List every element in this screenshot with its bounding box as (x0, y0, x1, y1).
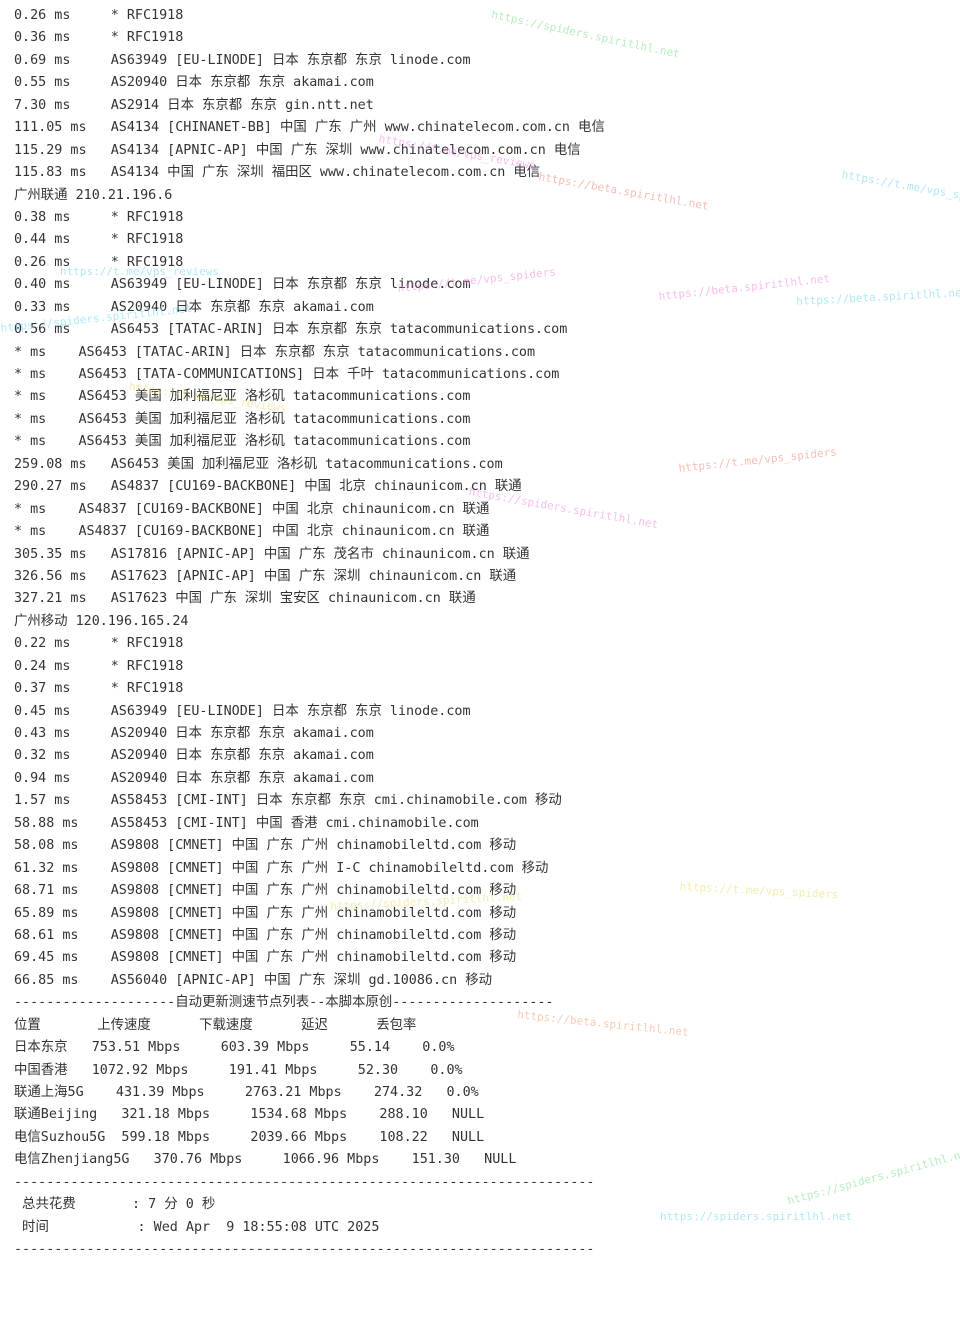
terminal-line: 0.26 ms * RFC1918 (14, 8, 184, 23)
terminal-line: 联通Beijing 321.18 Mbps 1534.68 Mbps 288.1… (14, 1107, 485, 1123)
terminal-line: 111.05 ms AS4134 [CHINANET-BB] 中国 广东 广州 … (14, 120, 605, 136)
terminal-line: 327.21 ms AS17623 中国 广东 深圳 宝安区 chinaunic… (14, 591, 476, 607)
terminal-line: 0.37 ms * RFC1918 (14, 681, 184, 697)
terminal-line: 0.22 ms * RFC1918 (14, 636, 184, 652)
terminal-line: 0.56 ms AS6453 [TATAC-ARIN] 日本 东京都 东京 ta… (14, 322, 568, 338)
terminal-line: 69.45 ms AS9808 [CMNET] 中国 广东 广州 chinamo… (14, 950, 517, 966)
terminal-line: 58.08 ms AS9808 [CMNET] 中国 广东 广州 chinamo… (14, 838, 517, 854)
terminal-line: 0.26 ms * RFC1918 (14, 254, 184, 270)
terminal-line: ----------------------------------------… (14, 1174, 595, 1190)
terminal-line: 259.08 ms AS6453 美国 加利福尼亚 洛杉矶 tatacommun… (14, 456, 503, 472)
terminal-line: 290.27 ms AS4837 [CU169-BACKBONE] 中国 北京 … (14, 479, 522, 495)
terminal-line: 日本东京 753.51 Mbps 603.39 Mbps 55.14 0.0% (14, 1040, 455, 1056)
terminal-line: 305.35 ms AS17816 [APNIC-AP] 中国 广东 茂名市 c… (14, 546, 530, 562)
terminal-line: * ms AS6453 美国 加利福尼亚 洛杉矶 tatacommunicati… (14, 411, 471, 427)
terminal-line: * ms AS4837 [CU169-BACKBONE] 中国 北京 china… (14, 501, 490, 517)
terminal-line: 1.57 ms AS58453 [CMI-INT] 日本 东京都 东京 cmi.… (14, 793, 562, 809)
terminal-line: 326.56 ms AS17623 [APNIC-AP] 中国 广东 深圳 ch… (14, 568, 517, 584)
terminal-line: 0.36 ms * RFC1918 (14, 30, 184, 46)
terminal-line: 58.88 ms AS58453 [CMI-INT] 中国 香港 cmi.chi… (14, 815, 479, 831)
terminal-line: 0.44 ms * RFC1918 (14, 232, 184, 248)
terminal-line: * ms AS6453 美国 加利福尼亚 洛杉矶 tatacommunicati… (14, 389, 471, 405)
terminal-line: 7.30 ms AS2914 日本 东京都 东京 gin.ntt.net (14, 97, 374, 113)
terminal-line: 0.40 ms AS63949 [EU-LINODE] 日本 东京都 东京 li… (14, 277, 471, 293)
terminal-line: --------------------自动更新测速节点列表--本脚本原创---… (14, 995, 554, 1011)
terminal-line: 0.43 ms AS20940 日本 东京都 东京 akamai.com (14, 726, 374, 741)
terminal-line: 68.71 ms AS9808 [CMNET] 中国 广东 广州 chinamo… (14, 883, 517, 899)
terminal-line: 中国香港 1072.92 Mbps 191.41 Mbps 52.30 0.0% (14, 1062, 463, 1078)
terminal-line: 65.89 ms AS9808 [CMNET] 中国 广东 广州 chinamo… (14, 905, 517, 921)
terminal-line: 61.32 ms AS9808 [CMNET] 中国 广东 广州 I-C chi… (14, 860, 549, 876)
terminal-line: 广州联通 210.21.196.6 (14, 187, 173, 203)
terminal-line: 位置 上传速度 下载速度 延迟 丢包率 (14, 1017, 417, 1033)
terminal-line: 0.45 ms AS63949 [EU-LINODE] 日本 东京都 东京 li… (14, 703, 471, 719)
terminal-line: 115.83 ms AS4134 中国 广东 深圳 福田区 www.chinat… (14, 165, 541, 181)
terminal-output[interactable]: 0.26 ms * RFC1918 0.36 ms * RFC1918 0.69 m… (14, 5, 944, 1262)
terminal-line: 0.69 ms AS63949 [EU-LINODE] 日本 东京都 东京 li… (14, 52, 471, 68)
terminal-line: 0.32 ms AS20940 日本 东京都 东京 akamai.com (14, 748, 374, 764)
terminal-line: 时间 : Wed Apr 9 18:55:08 UTC 2025 (14, 1219, 380, 1235)
terminal-line: * ms AS6453 [TATA-COMMUNICATIONS] 日本 千叶 … (14, 367, 560, 382)
terminal-line: 0.38 ms * RFC1918 (14, 209, 184, 225)
terminal-line: 115.29 ms AS4134 [APNIC-AP] 中国 广东 深圳 www… (14, 142, 581, 158)
terminal-line: 0.94 ms AS20940 日本 东京都 东京 akamai.com (14, 770, 374, 786)
terminal-line: 68.61 ms AS9808 [CMNET] 中国 广东 广州 chinamo… (14, 927, 517, 943)
terminal-line: 联通上海5G 431.39 Mbps 2763.21 Mbps 274.32 0… (14, 1085, 479, 1100)
terminal-line: 电信Zhenjiang5G 370.76 Mbps 1066.96 Mbps 1… (14, 1152, 517, 1168)
terminal-line: * ms AS6453 [TATAC-ARIN] 日本 东京都 东京 tatac… (14, 344, 536, 360)
terminal-line: * ms AS6453 美国 加利福尼亚 洛杉矶 tatacommunicati… (14, 434, 471, 450)
terminal-line: ----------------------------------------… (14, 1242, 595, 1258)
terminal-line: 0.24 ms * RFC1918 (14, 658, 184, 674)
terminal-line: 电信Suzhou5G 599.18 Mbps 2039.66 Mbps 108.… (14, 1129, 485, 1145)
terminal-line: 总共花费 : 7 分 0 秒 (14, 1197, 216, 1213)
terminal-line: 广州移动 120.196.165.24 (14, 613, 189, 629)
terminal-line: * ms AS4837 [CU169-BACKBONE] 中国 北京 china… (14, 524, 490, 540)
terminal-line: 0.55 ms AS20940 日本 东京都 东京 akamai.com (14, 75, 374, 91)
terminal-line: 66.85 ms AS56040 [APNIC-AP] 中国 广东 深圳 gd.… (14, 972, 492, 988)
terminal-line: 0.33 ms AS20940 日本 东京都 东京 akamai.com (14, 299, 374, 315)
